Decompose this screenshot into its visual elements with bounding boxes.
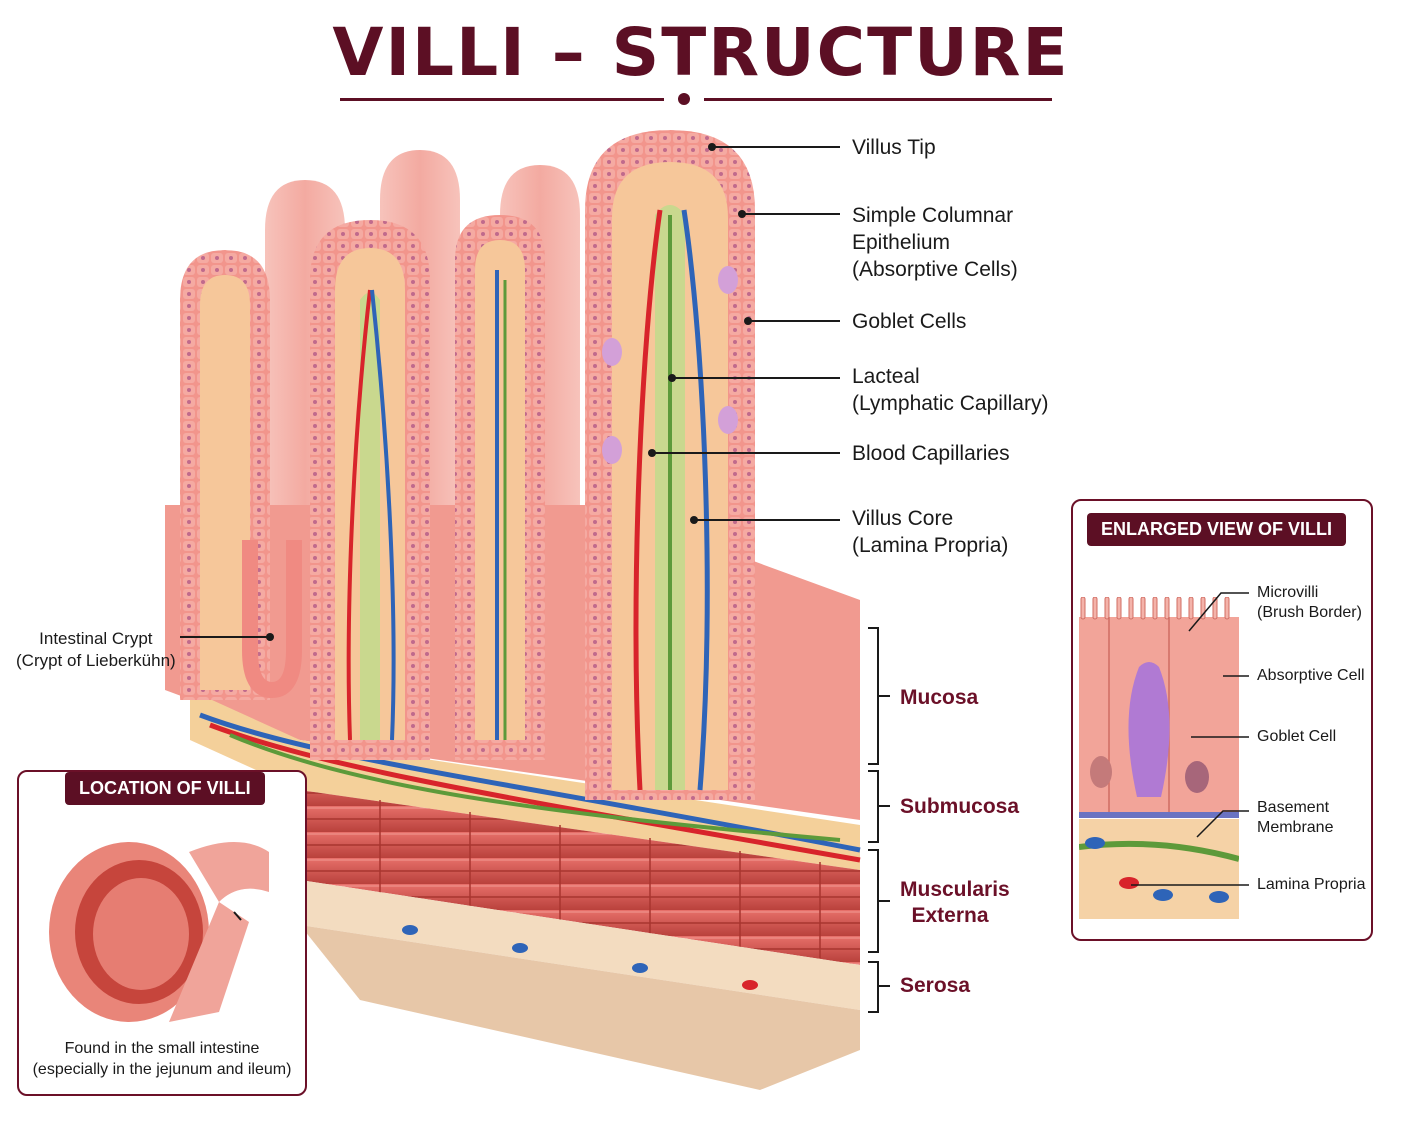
label-intestinal-crypt: Intestinal Crypt (Crypt of Lieberkühn) — [16, 629, 176, 670]
label-villus-tip: Villus Tip — [852, 136, 936, 159]
serosa-base — [300, 925, 860, 1090]
title-divider-dot — [678, 93, 690, 105]
title-rule-right — [704, 98, 1052, 101]
location-panel-heading: LOCATION OF VILLI — [65, 772, 265, 805]
label-blood-capillaries: Blood Capillaries — [852, 442, 1010, 465]
enlarged-leader-lines — [1131, 592, 1249, 886]
page-title: VILLI – STRUCTURE — [332, 14, 1070, 91]
layer-muscularis-externa: Muscularis Externa — [900, 878, 1010, 927]
label-epithelium: Simple Columnar Epithelium (Absorptive C… — [852, 204, 1018, 281]
enlarged-view-panel: ENLARGED VIEW OF VILLI — [1071, 499, 1373, 941]
label-basement-membrane: Basement Membrane — [1257, 799, 1334, 836]
villus-middle — [310, 220, 430, 760]
label-goblet-cell: Goblet Cell — [1257, 728, 1337, 745]
submucosa-vessels — [199, 712, 861, 863]
leader-dots — [266, 143, 752, 641]
villus-main — [585, 130, 755, 800]
label-lamina-propria: Lamina Propria — [1257, 876, 1366, 893]
leader-lines — [180, 146, 840, 638]
layer-submucosa: Submucosa — [900, 795, 1020, 818]
label-lacteal: Lacteal (Lymphatic Capillary) — [852, 365, 1049, 415]
enlarged-panel-heading: ENLARGED VIEW OF VILLI — [1087, 513, 1347, 546]
title-rule-left — [340, 98, 664, 101]
enlarged-cell-illustration — [1079, 597, 1239, 919]
label-villus-core: Villus Core (Lamina Propria) — [852, 507, 1009, 557]
muscularis-fibers — [379, 800, 821, 958]
location-panel: LOCATION OF VILLI Found in the small int… — [17, 770, 307, 1096]
layer-brackets — [868, 627, 890, 1013]
layer-serosa: Serosa — [900, 974, 971, 997]
location-caption: Found in the small intestine (especially… — [32, 1040, 292, 1078]
villus-right-small — [455, 215, 545, 760]
label-microvilli: Microvilli (Brush Border) — [1257, 584, 1362, 621]
muscularis-layer — [300, 790, 860, 965]
label-goblet-cells: Goblet Cells — [852, 310, 967, 333]
layer-mucosa: Mucosa — [900, 686, 979, 709]
small-intestine-illustration — [49, 842, 269, 1022]
intestinal-crypt — [242, 540, 302, 699]
serosa-layer — [300, 880, 860, 1010]
serosa-nuclei — [402, 925, 758, 990]
label-absorptive-cell: Absorptive Cell — [1257, 667, 1365, 684]
